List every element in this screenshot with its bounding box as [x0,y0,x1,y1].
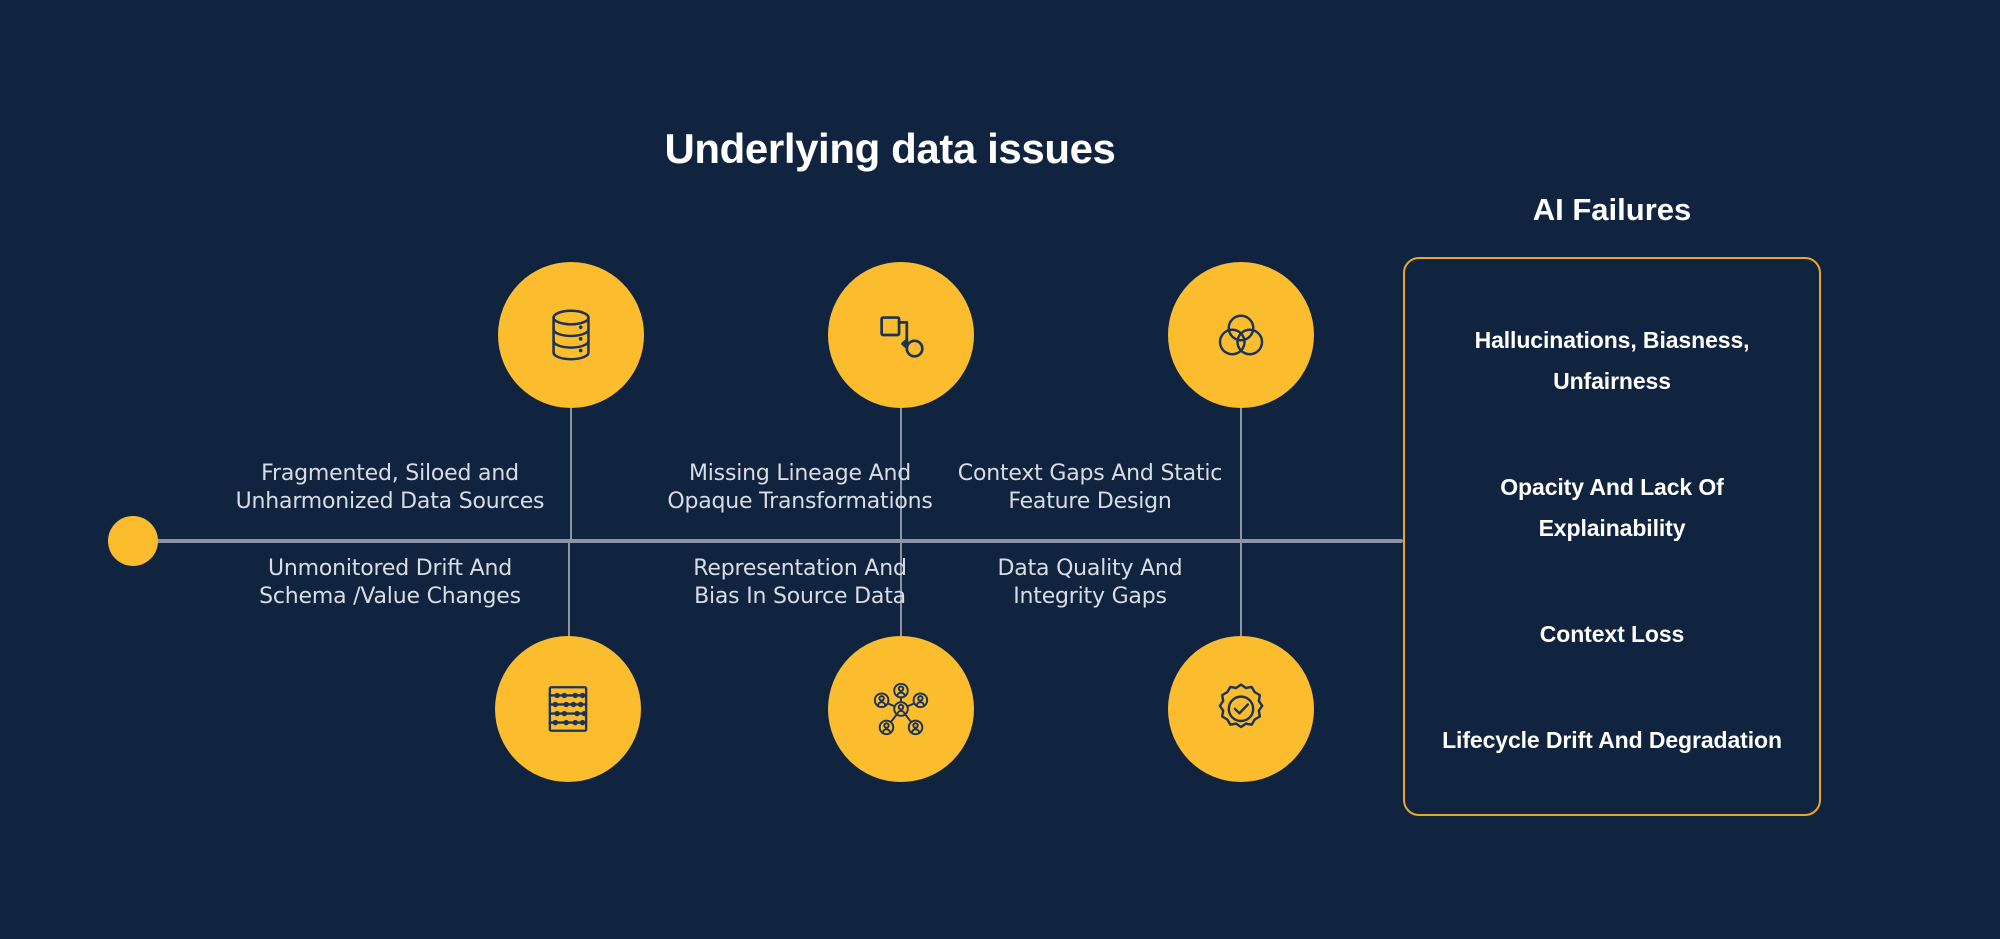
node-label-line-2: Schema /Value Changes [259,584,521,610]
connector-stem-context-gaps [1240,408,1242,539]
node-label-line-1: Missing Lineage And [688,461,911,486]
node-label-line-2: Bias In Source Data [694,584,906,610]
node-context-gaps[interactable] [1168,262,1314,408]
verified-badge-icon [1211,679,1271,739]
node-label-line-1: Context Gaps And Static [957,461,1223,486]
node-fragmented-data-sources[interactable] [498,262,644,408]
abacus-icon [539,680,597,738]
page-title: Underlying data issues [664,125,1116,172]
node-circle [495,636,641,782]
database-stack-icon [540,304,602,366]
node-label-line-1: Representation And [693,556,907,581]
node-label-line-1: Unmonitored Drift And [268,556,512,581]
ai-failure-item: Hallucinations, Biasness, Unfairness [1474,326,1750,394]
node-circle [828,262,974,408]
connector-stem-fragmented-data-sources [570,408,572,539]
node-circle [1168,262,1314,408]
node-label-line-1: Data Quality And [997,556,1183,581]
connector-stem-data-quality-gaps [1240,543,1242,671]
node-label-context-gaps: Context Gaps And Static Feature Design [930,460,1250,516]
ai-failure-item: Context Loss [1539,621,1685,648]
connector-stem-missing-lineage [900,408,902,539]
node-label-line-2: Unharmonized Data Sources [235,489,545,515]
node-label-line-1: Fragmented, Siloed and [261,461,519,486]
user-network-icon [870,678,932,740]
node-label-data-quality-gaps: Data Quality And Integrity Gaps [930,555,1250,611]
node-circle [498,262,644,408]
node-label-representation-bias: Representation And Bias In Source Data [620,555,980,611]
node-missing-lineage[interactable] [828,262,974,408]
timeline-axis [150,539,1403,543]
ai-failure-item: Opacity And Lack Of Explainability [1500,473,1724,541]
node-circle [1168,636,1314,782]
connector-stem-unmonitored-drift [568,543,570,671]
node-label-line-2: Integrity Gaps [1013,584,1167,610]
ai-failure-item: Lifecycle Drift And Degradation [1442,727,1782,754]
lineage-flow-icon [870,304,932,366]
node-unmonitored-drift[interactable] [495,636,641,782]
node-representation-bias[interactable] [828,636,974,782]
ai-failures-panel: Hallucinations, Biasness, Unfairness Opa… [1403,257,1821,816]
node-label-missing-lineage: Missing Lineage And Opaque Transformatio… [620,460,980,516]
node-circle [828,636,974,782]
node-label-line-2: Opaque Transformations [667,489,933,515]
node-label-unmonitored-drift: Unmonitored Drift And Schema /Value Chan… [180,555,600,611]
node-label-line-2: Feature Design [1008,489,1172,515]
venn-diagram-icon [1213,307,1269,363]
node-label-fragmented-data-sources: Fragmented, Siloed and Unharmonized Data… [180,460,600,516]
node-data-quality-gaps[interactable] [1168,636,1314,782]
ai-failures-title: AI Failures [1532,192,1692,227]
connector-stem-representation-bias [900,543,902,671]
timeline-start-dot [108,516,158,566]
